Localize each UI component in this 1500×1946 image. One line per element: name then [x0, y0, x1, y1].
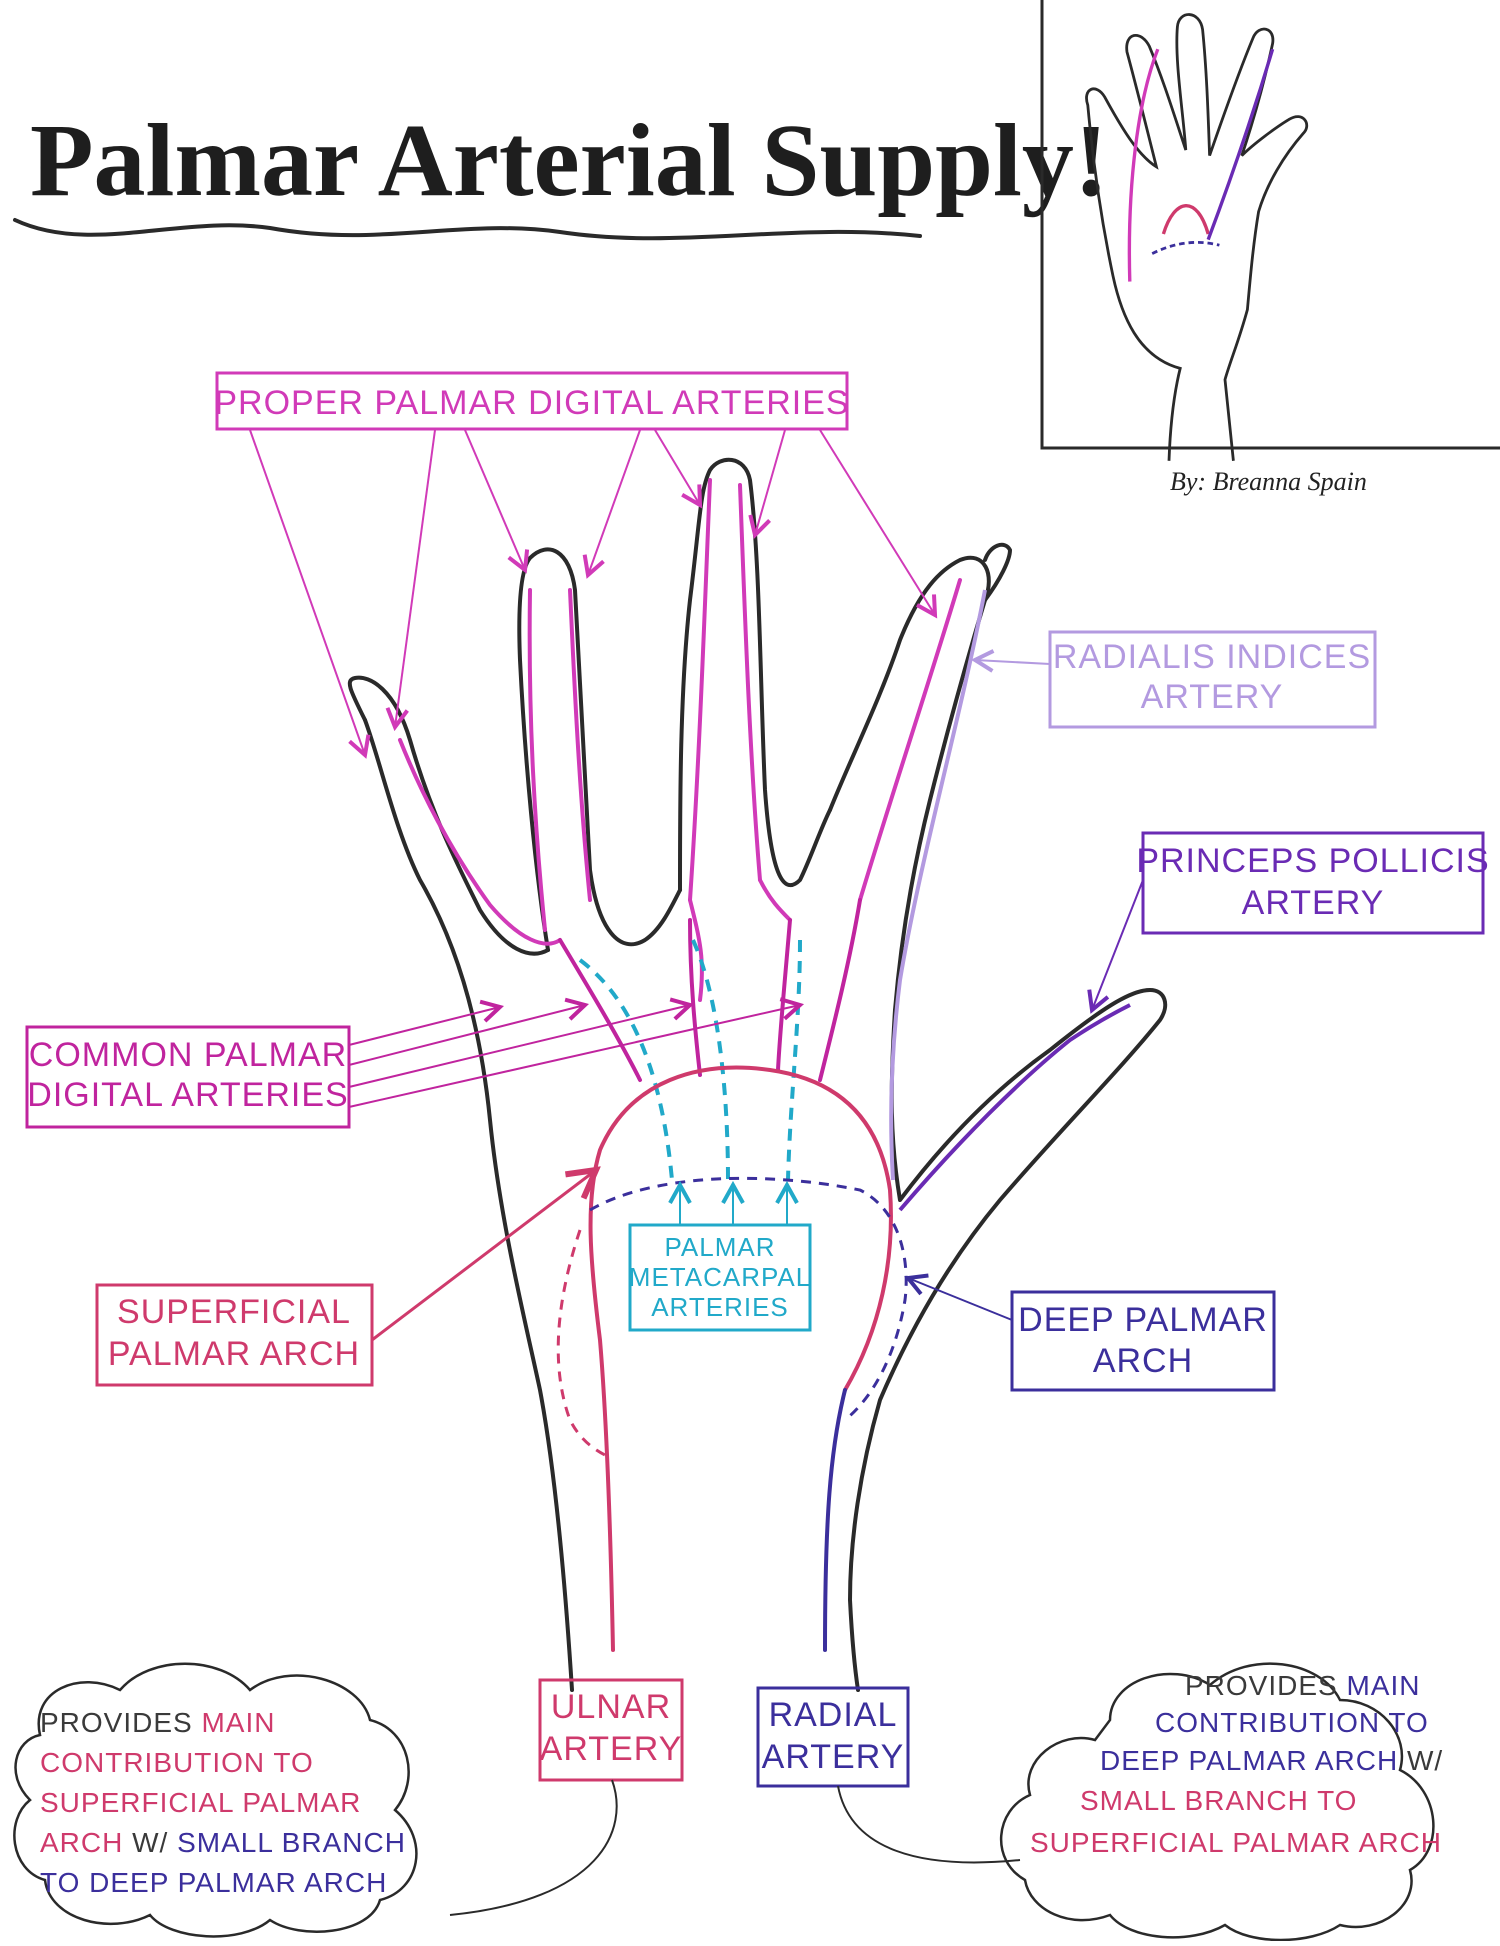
svg-text:DEEP PALMAR ARCH W/: DEEP PALMAR ARCH W/ [1100, 1745, 1443, 1776]
label-radialis-indices-line1: RADIALIS INDICES [1053, 638, 1371, 676]
metacarpal-arteries [578, 939, 802, 1181]
note-ulnar: PROVIDES MAIN CONTRIBUTION TO SUPERFICIA… [13, 1662, 418, 1938]
radialis-indices-vessel [889, 589, 987, 1181]
page-title: Palmar Arterial Supply! [30, 103, 1109, 218]
note-radial-l2: CONTRIBUTION TO [1155, 1707, 1429, 1738]
label-proper-palmar-digital-text: PROPER PALMAR DIGITAL ARTERIES [214, 384, 849, 422]
label-superficial-palmar-arch: SUPERFICIAL PALMAR ARCH [95, 1283, 374, 1387]
note-ulnar-l2: CONTRIBUTION TO [40, 1747, 314, 1778]
label-common-palmar-digital: COMMON PALMAR DIGITAL ARTERIES [25, 1025, 351, 1129]
label-deep-palmar-arch: DEEP PALMAR ARCH [1010, 1290, 1276, 1392]
radial-artery-vessel [823, 1388, 847, 1652]
label-common-palmar-digital-line2: DIGITAL ARTERIES [27, 1076, 348, 1114]
label-radialis-indices-line2: ARTERY [1141, 678, 1284, 716]
pointers-metacarpal [680, 1185, 787, 1225]
title-underline [13, 218, 922, 241]
note-ulnar-l1a: PROVIDES [40, 1707, 201, 1738]
superficial-palmar-arch-vessel [588, 1065, 893, 1652]
label-radial-artery-line2: ARTERY [762, 1738, 905, 1776]
note-ulnar-cloud [13, 1662, 418, 1938]
label-ulnar-artery: ULNAR ARTERY [538, 1678, 684, 1782]
note-radial-l3a: DEEP PALMAR ARCH [1100, 1745, 1407, 1776]
ulnar-deep-branch [556, 1229, 606, 1457]
label-princeps-pollicis-line1: PRINCEPS POLLICIS [1136, 842, 1489, 880]
hand-contour [347, 457, 1168, 1692]
princeps-pollicis-vessel [898, 1003, 1131, 1212]
label-ulnar-artery-line1: ULNAR [551, 1688, 671, 1726]
label-ulnar-artery-line2: ARTERY [540, 1730, 683, 1768]
pointer-radialis-indices [975, 660, 1051, 664]
label-common-palmar-digital-line1: COMMON PALMAR [29, 1036, 347, 1074]
note-ulnar-l1b: MAIN [201, 1707, 275, 1738]
note-radial-l5: SUPERFICIAL PALMAR ARCH [1030, 1827, 1442, 1858]
note-radial-l1a: PROVIDES [1185, 1670, 1346, 1701]
pointers-common-digital [348, 1005, 800, 1108]
svg-text:ARCH W/ SMALL BRANCH: ARCH W/ SMALL BRANCH [40, 1827, 406, 1858]
pointer-superficial-palmar-arch [371, 1170, 596, 1342]
note-radial-l4: SMALL BRANCH TO [1080, 1785, 1357, 1816]
pointers-proper-digital [249, 429, 935, 755]
note-radial-cloud [1000, 1662, 1435, 1942]
note-ulnar-l3: SUPERFICIAL PALMAR [40, 1787, 361, 1818]
note-radial-l1b: MAIN [1346, 1670, 1420, 1701]
inset-hand-outline [1085, 13, 1309, 461]
note-ulnar-l5: TO DEEP PALMAR ARCH [40, 1867, 387, 1898]
label-palmar-metacarpal-line1: PALMAR [665, 1232, 776, 1262]
pointer-princeps-pollicis [1092, 879, 1144, 1010]
label-radial-artery-line1: RADIAL [769, 1696, 898, 1734]
label-deep-palmar-arch-line2: ARCH [1093, 1342, 1193, 1380]
note-ulnar-l4c: SMALL BRANCH [177, 1827, 406, 1858]
svg-text:PROVIDES MAIN: PROVIDES MAIN [1185, 1670, 1420, 1701]
proper-digital-arteries [398, 478, 962, 1002]
label-superficial-palmar-arch-line1: SUPERFICIAL [117, 1293, 351, 1331]
svg-text:PROVIDES MAIN: PROVIDES MAIN [40, 1707, 275, 1738]
pointer-deep-palmar-arch [908, 1278, 1013, 1321]
label-superficial-palmar-arch-line2: PALMAR ARCH [108, 1335, 360, 1373]
label-princeps-pollicis-line2: ARTERY [1242, 884, 1385, 922]
connector-ulnar-note [449, 1779, 618, 1916]
label-princeps-pollicis: PRINCEPS POLLICIS ARTERY [1136, 831, 1489, 935]
note-radial: PROVIDES MAIN CONTRIBUTION TO DEEP PALMA… [1000, 1662, 1443, 1942]
inset-thumbnail: By: Breanna Spain [1040, 0, 1500, 496]
note-ulnar-l4b: W/ [132, 1827, 177, 1858]
author-credit: By: Breanna Spain [1170, 467, 1367, 496]
label-deep-palmar-arch-line1: DEEP PALMAR [1018, 1301, 1268, 1339]
note-ulnar-l4a: ARCH [40, 1827, 132, 1858]
connector-radial-note [837, 1785, 1021, 1864]
label-proper-palmar-digital: PROPER PALMAR DIGITAL ARTERIES [214, 371, 849, 431]
label-radial-artery: RADIAL ARTERY [756, 1686, 910, 1788]
note-radial-l3b: W/ [1407, 1745, 1443, 1776]
label-palmar-metacarpal: PALMAR METACARPAL ARTERIES [628, 1223, 812, 1332]
label-palmar-metacarpal-line3: ARTERIES [651, 1292, 789, 1322]
label-palmar-metacarpal-line2: METACARPAL [629, 1262, 811, 1292]
label-radialis-indices: RADIALIS INDICES ARTERY [1048, 630, 1377, 729]
common-digital-arteries [558, 898, 862, 1082]
